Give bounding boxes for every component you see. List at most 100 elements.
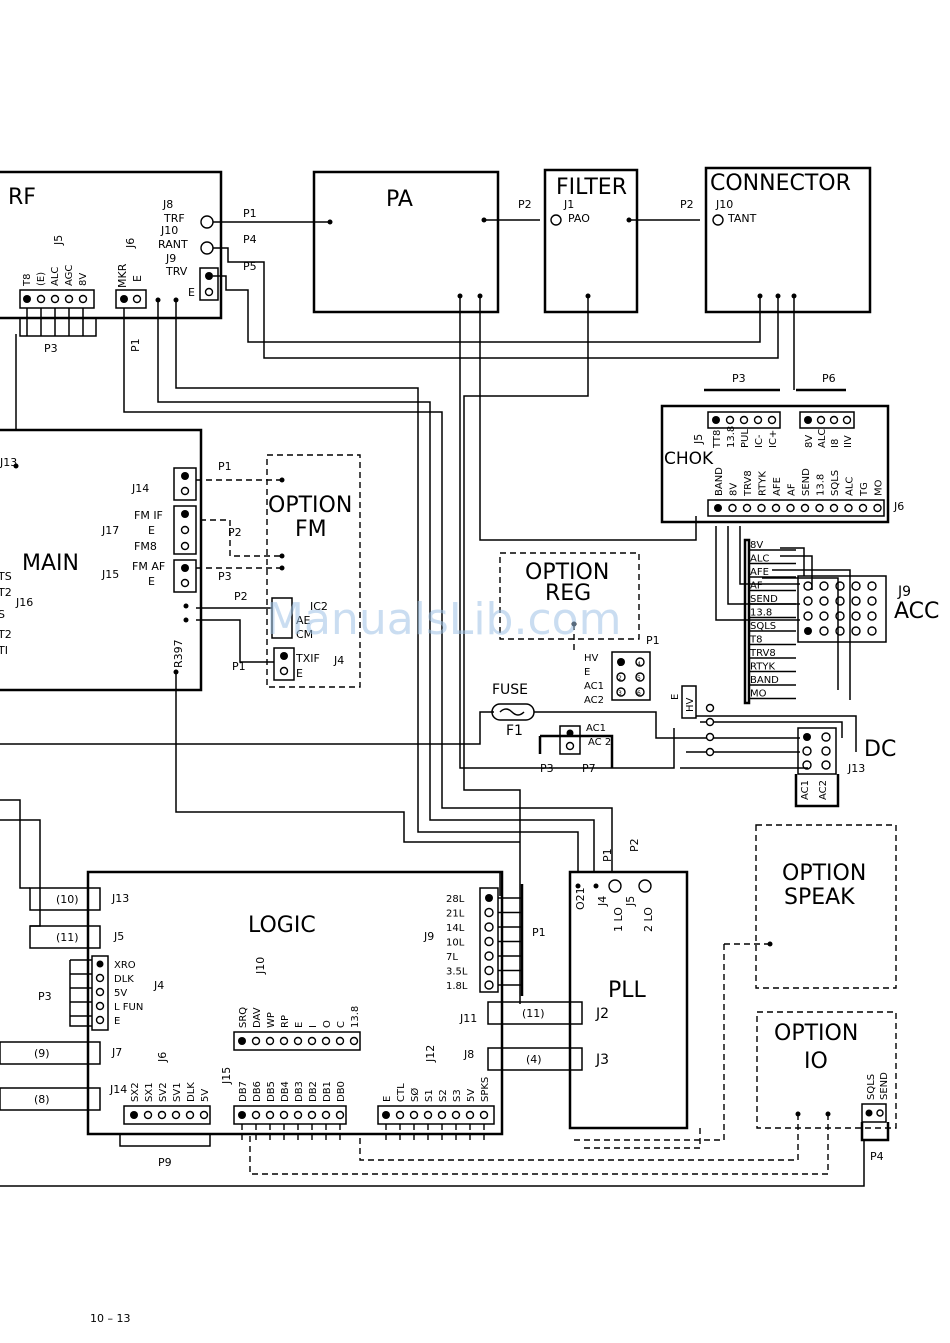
chok-top-right-pin-4: IIV (843, 435, 854, 448)
logic-j4-pin-2: DLK (114, 974, 134, 985)
logic-j4: J4 (153, 979, 164, 992)
dc-j13: J13 (847, 762, 865, 775)
rf-j10: J10 (160, 224, 178, 237)
acc-pin-2: ALC (750, 554, 769, 565)
reg-n3: 3 (618, 690, 622, 697)
acc-title: ACC (894, 599, 939, 624)
filter-title: FILTER (556, 175, 627, 200)
main-fm8: FM8 (134, 540, 157, 553)
chok-bottom-pin-6: AF (787, 483, 798, 496)
logic-j15-pin-1: DB7 (238, 1081, 249, 1102)
rf-trv: TRV (165, 265, 188, 278)
main-unit (0, 428, 203, 692)
conn-tant: TANT (727, 212, 757, 225)
main-r397: R397 (172, 639, 185, 668)
cable-9: (9) (34, 1047, 50, 1060)
main-ti: TI (0, 644, 8, 657)
logic-j4-pin-3: 5V (114, 988, 127, 999)
main-e2: E (148, 575, 155, 588)
main-j13: J13 (0, 456, 17, 469)
chok-bottom-pin-8: 13.8 (816, 474, 827, 496)
rf-e: E (188, 286, 195, 299)
logic-j6-pin-2: SX1 (144, 1082, 155, 1102)
main-j15: J15 (101, 568, 119, 581)
reg-ac2: AC2 (584, 695, 604, 706)
chok-bottom-pin-2: 8V (729, 483, 740, 496)
chok-unit (660, 404, 890, 524)
main-title: MAIN (22, 551, 79, 576)
dc-ac2: AC2 (818, 780, 829, 800)
cable-8: (8) (34, 1093, 50, 1106)
rf-p1b: P1 (129, 338, 142, 352)
reg-n5: 5 (637, 675, 641, 682)
pll-j4: J4 (596, 896, 609, 907)
conn-p2: P2 (680, 198, 694, 211)
pll-j5: J5 (624, 896, 637, 907)
acc-pin-3: AFE (750, 567, 769, 578)
chok-bottom-pin-12: MO (874, 479, 885, 496)
chok-bottom-pin-5: AFE (772, 477, 783, 496)
chok-title: CHOK (664, 449, 714, 469)
acc-pin-12: MO (750, 689, 767, 700)
logic-p9: P9 (158, 1156, 172, 1169)
rf-title: RF (8, 185, 36, 210)
logic-j4-pin-1: XRO (114, 960, 136, 971)
main-j4: J4 (333, 654, 344, 667)
logic-j10-pin-6: I (308, 1025, 319, 1028)
chok-bottom-pin-9: SQLS (830, 470, 841, 496)
rf-p3: P3 (44, 342, 58, 355)
logic-j6-pin-4: SV1 (172, 1082, 183, 1102)
logic-j9-pin-4: 10L (446, 938, 465, 949)
logic-j12-pin-5: S2 (438, 1089, 449, 1102)
logic-j8: J8 (463, 1048, 474, 1061)
main-fmaf: FM AF (132, 560, 165, 573)
logic-j12-pin-2: CTL (396, 1083, 407, 1102)
logic-j9-pin-5: 7L (446, 952, 458, 963)
rf-pin-3: ALC (50, 267, 61, 286)
logic-j12-pin-7: 5V (466, 1089, 477, 1102)
filter-j1: J1 (563, 198, 574, 211)
connector-unit (704, 166, 872, 314)
acc-pin-1: 8V (750, 540, 763, 551)
main-t2b: T2 (0, 628, 12, 641)
main-ae: AE (296, 614, 311, 627)
reg-p1: P1 (646, 634, 660, 647)
logic-j6-pin-3: SV2 (158, 1082, 169, 1102)
cable-10: (10) (56, 893, 79, 906)
main-fmif: FM IF (134, 509, 163, 522)
logic-j10-pin-2: DAV (252, 1007, 263, 1028)
logic-p1: P1 (532, 926, 546, 939)
pa-unit (312, 170, 500, 314)
chok-j6: J6 (893, 500, 904, 513)
cable-11: (11) (56, 931, 79, 944)
logic-j9-pin-2: 21L (446, 909, 465, 920)
logic-j12-pin-6: S3 (452, 1089, 463, 1102)
logic-j9-pin-3: 14L (446, 923, 465, 934)
logic-j10-pin-7: O (322, 1020, 333, 1028)
pll-o21: O21 (574, 887, 587, 910)
conn-j10: J10 (715, 198, 733, 211)
pll-2lo: 2 LO (642, 907, 655, 932)
rf-mkr-e: E (131, 275, 144, 282)
logic-j12-pin-4: S1 (424, 1089, 435, 1102)
logic-j4-pin-4: L FUN (114, 1002, 143, 1013)
chok-bottom-pin-3: TRV8 (743, 470, 754, 497)
logic-j15: J15 (220, 1067, 233, 1085)
filter-unit (543, 168, 639, 314)
pll-unit (568, 870, 689, 1130)
chok-bottom-pin-11: TG (859, 482, 870, 497)
main-t2: T2 (0, 586, 12, 599)
reg-n6: 6 (637, 690, 641, 697)
dc-pac2: AC 2 (588, 737, 611, 748)
option-fm-box (266, 454, 361, 688)
rf-unit (0, 170, 223, 320)
pll-title: PLL (608, 978, 647, 1003)
logic-j10-pin-1: SRQ (238, 1007, 249, 1028)
logic-j7: J7 (111, 1046, 122, 1059)
reg-n1: 1 (618, 661, 622, 668)
option-io-title-1: OPTION (774, 1021, 858, 1046)
rf-pin-5: 8V (78, 273, 89, 286)
pll-j3: J3 (595, 1052, 609, 1068)
chok-p6: P6 (822, 372, 836, 385)
